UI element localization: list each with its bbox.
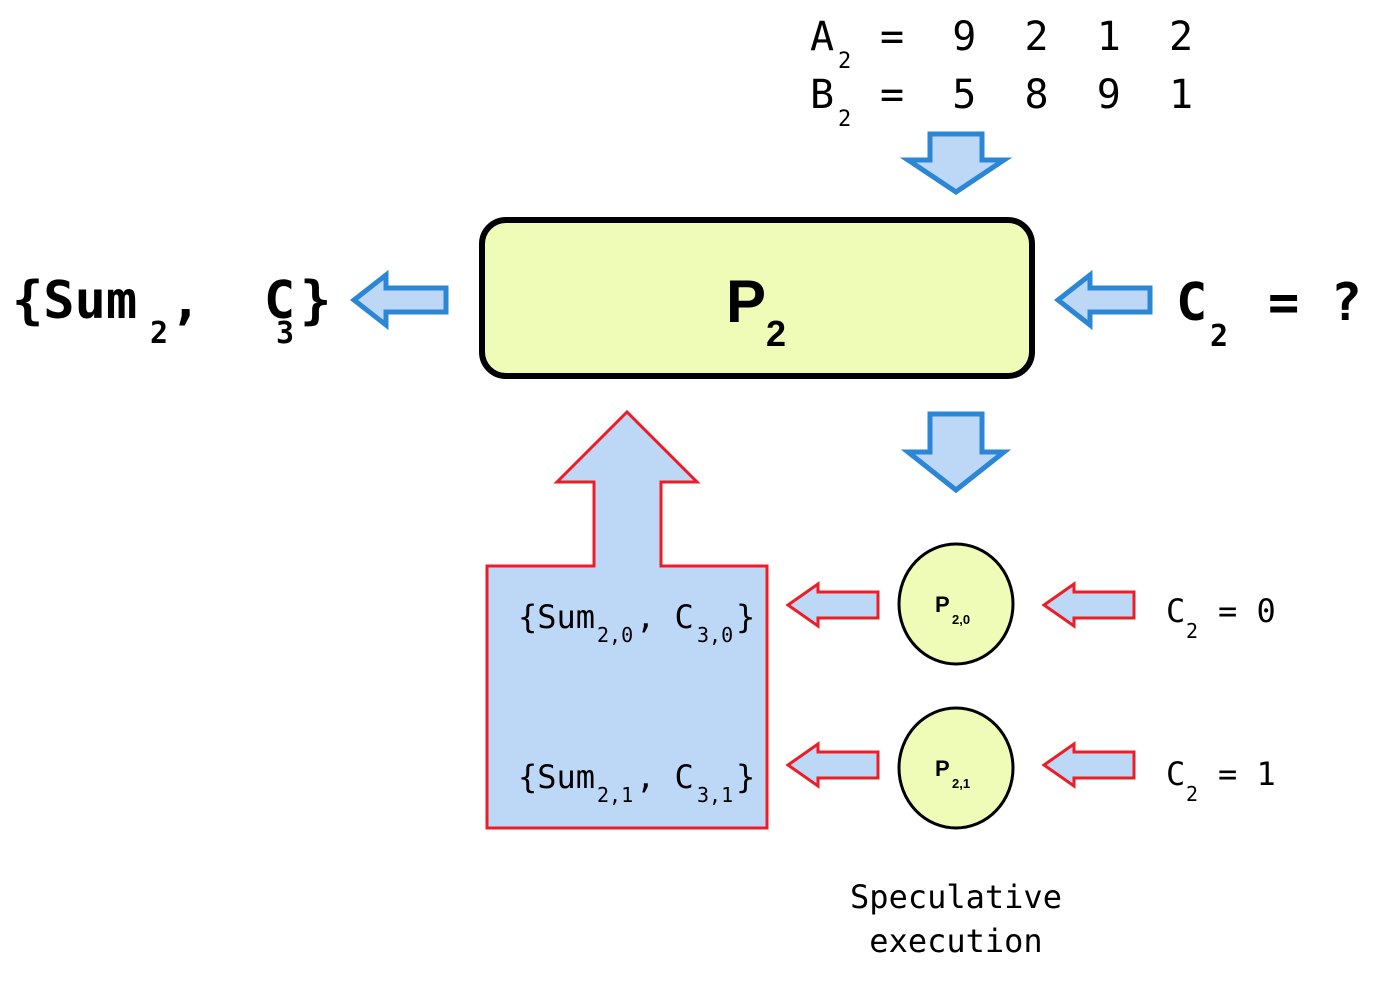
spec-result-0-close: } [736, 598, 755, 636]
output-sum-carry: {Sum 2 , C 3 } [12, 271, 331, 351]
input-b: B 2 = 5 8 9 1 [810, 72, 1193, 132]
spec-block-p20-subscript: 2,0 [952, 612, 970, 627]
spec-result-1-mid: , C [636, 758, 694, 796]
carry-assumption-0-subscript: 2 [1186, 619, 1198, 643]
caption-line-2: execution [869, 922, 1042, 960]
output-open: {Sum [12, 271, 137, 331]
spec-result-1-sum-subscript: 2,1 [597, 783, 633, 807]
carry-assumption-1-value: = 1 [1218, 755, 1276, 793]
spec-result-1-open: {Sum [518, 758, 595, 796]
carry-assumption-1-label: C [1166, 755, 1185, 793]
spec-block-p20-label: P [935, 592, 950, 617]
carry-assumption-1: C 2 = 1 [1166, 755, 1276, 806]
carry-assumption-0: C 2 = 0 [1166, 592, 1276, 643]
spec-result-0: {Sum 2,0 , C 3,0 } [518, 598, 755, 647]
input-b-label: B [810, 72, 834, 118]
output-close: } [300, 271, 331, 331]
output-sum-subscript: 2 [150, 316, 168, 351]
input-a-value: = 9 2 1 2 [880, 14, 1193, 60]
caption-line-1: Speculative [850, 878, 1062, 916]
main-block-label: P [726, 268, 766, 335]
spec-block-p20-circle [897, 542, 1015, 666]
carry-in-subscript: 2 [1210, 319, 1228, 354]
spec-result-0-open: {Sum [518, 598, 595, 636]
output-carry-subscript: 3 [276, 316, 294, 351]
spec-block-p20: P 2,0 [897, 542, 1015, 666]
arrow-left-spec-1-output-icon [785, 741, 880, 789]
arrow-left-spec-0-output-icon [785, 581, 880, 629]
spec-result-1-close: } [736, 758, 755, 796]
spec-result-0-sum-subscript: 2,0 [597, 623, 633, 647]
arrow-down-inputs-icon [899, 131, 1013, 196]
spec-block-p21-label: P [935, 756, 950, 781]
arrow-left-carry-in-icon [1053, 269, 1153, 331]
arrow-down-speculative-icon [900, 411, 1012, 494]
arrow-left-carry-0-icon [1041, 581, 1136, 629]
result-select-box [485, 409, 769, 830]
spec-result-1-carry-subscript: 3,1 [697, 783, 733, 807]
output-mid: , C [170, 271, 295, 331]
input-a: A 2 = 9 2 1 2 [810, 14, 1193, 74]
spec-block-p21: P 2,1 [897, 706, 1015, 830]
input-b-value: = 5 8 9 1 [880, 72, 1193, 118]
input-a-label: A [810, 14, 834, 60]
carry-assumption-0-value: = 0 [1218, 592, 1276, 630]
arrow-left-output-icon [349, 269, 449, 331]
spec-result-0-mid: , C [636, 598, 694, 636]
carry-assumption-1-subscript: 2 [1186, 782, 1198, 806]
input-a-subscript: 2 [838, 49, 851, 74]
carry-assumption-0-label: C [1166, 592, 1185, 630]
spec-result-1: {Sum 2,1 , C 3,1 } [518, 758, 755, 807]
main-block-rect [479, 217, 1035, 379]
carry-in-label: C [1176, 273, 1207, 333]
spec-block-p21-circle [897, 706, 1015, 830]
main-block-subscript: 2 [766, 313, 786, 354]
main-block-p2: P 2 [479, 217, 1035, 379]
arrow-left-carry-1-icon [1041, 741, 1136, 789]
carry-in-value: = ? [1268, 273, 1362, 333]
spec-result-0-carry-subscript: 3,0 [697, 623, 733, 647]
input-b-subscript: 2 [838, 107, 851, 132]
spec-block-p21-subscript: 2,1 [952, 776, 970, 791]
carry-in-unknown: C 2 = ? [1176, 273, 1362, 354]
